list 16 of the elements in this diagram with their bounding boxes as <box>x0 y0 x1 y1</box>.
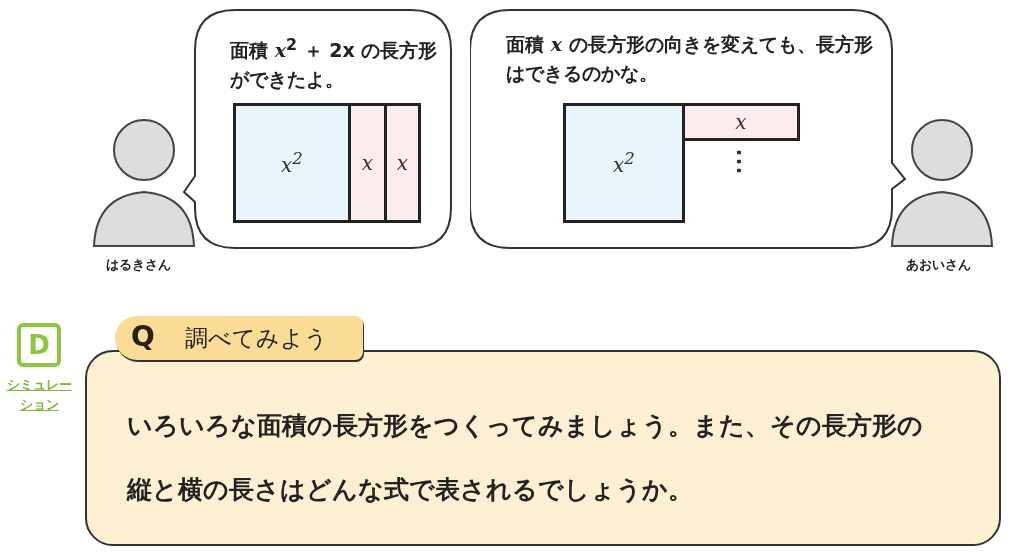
speech-text: 面積 x の長方形の向きを変えても、長方形はできるのかな。 <box>506 32 874 86</box>
person-name: はるきさん <box>106 256 171 274</box>
simulation-icon: D <box>17 323 61 367</box>
area-tile: x$^{2}$ <box>233 103 351 223</box>
area-tile: x$^{2}$ <box>563 103 685 223</box>
speech-bubble <box>183 8 453 250</box>
question-heading: 調べてみよう <box>185 324 328 353</box>
speech-bubble <box>470 8 906 250</box>
simulation-link: シミュレーション <box>5 376 73 414</box>
area-tile: x <box>384 103 421 223</box>
question-text: いろいろな面積の長方形をつくってみましょう。また、その長方形の縦と横の長さはどんな式で表されるでしょうか。 <box>127 410 924 506</box>
person-name: あおいさん <box>906 256 971 274</box>
speech-text: 面積 x$^{2}$ ＋ 2x の長方形ができたよ。 <box>230 34 439 93</box>
area-tile: x <box>348 103 387 223</box>
question-mark: Q <box>131 320 155 353</box>
area-tile: x <box>682 103 800 141</box>
